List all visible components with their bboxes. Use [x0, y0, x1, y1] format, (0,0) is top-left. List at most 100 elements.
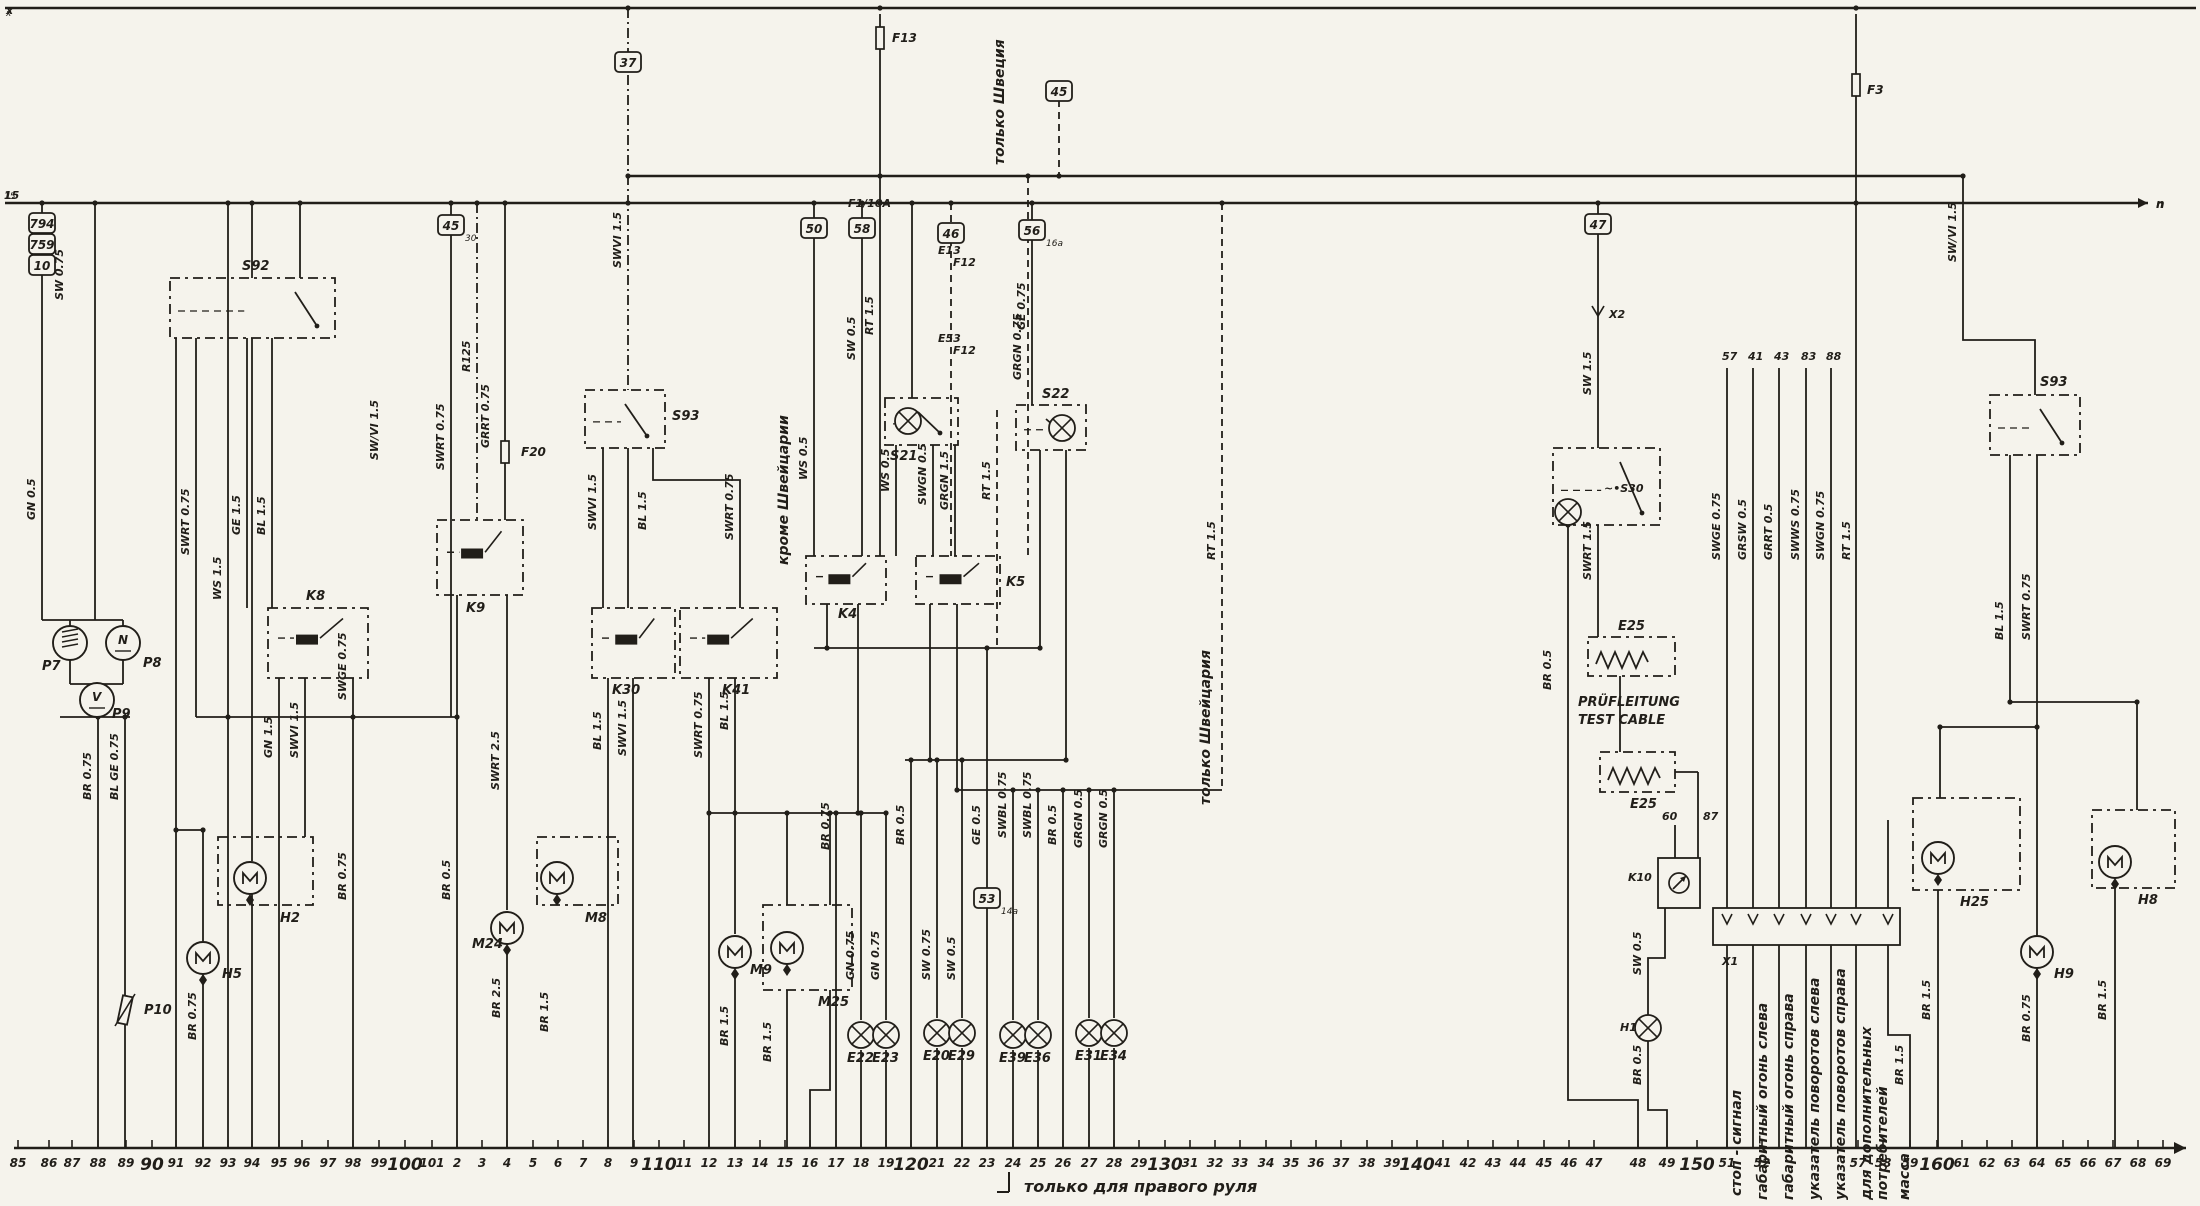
- junction-dot: [811, 200, 817, 206]
- relay-contact-icon: [484, 530, 503, 553]
- gauge-hatch-icon: [61, 628, 79, 633]
- connector-box-45: [437, 214, 465, 236]
- terminal-number: 88: [90, 1156, 107, 1170]
- horn-motor-icon: [540, 861, 574, 895]
- bus-top-label: x: [5, 9, 12, 19]
- terminal-number: 62: [1979, 1156, 1996, 1170]
- horn-terminal-icon: [783, 964, 791, 976]
- wire-label: BL 1.5: [718, 691, 731, 730]
- wire-label: BL 1.5: [1993, 601, 2006, 640]
- wire-label: BR 1.5: [1920, 979, 1933, 1020]
- terminal-number: 16: [802, 1156, 819, 1170]
- lamp-cross-icon: [898, 411, 918, 431]
- connector-X2-icon: [1591, 305, 1605, 318]
- ref-label: F12: [953, 344, 976, 357]
- junction-dot: [625, 173, 631, 179]
- terminal-number: 94: [244, 1156, 261, 1170]
- wire-label: GRGN 0.5: [1072, 789, 1085, 848]
- switch-contact-icon: [624, 403, 648, 437]
- wire-label: SW 0.5: [1631, 931, 1644, 975]
- horn-label: H5: [222, 967, 242, 982]
- horn-motor-icon: [233, 861, 267, 895]
- gauge-label: P9: [112, 707, 131, 722]
- terminal-number: 69: [2155, 1156, 2172, 1170]
- horn-motor-icon-M9: [718, 935, 752, 969]
- terminal-number: 14: [752, 1156, 769, 1170]
- connector-number: 45: [1050, 85, 1068, 99]
- gauge-icon-P9: [79, 682, 115, 718]
- switch-pivot-icon: [314, 323, 320, 329]
- gauge-label: P7: [42, 659, 62, 674]
- component-label: M8: [585, 911, 607, 926]
- switch-contact-icon: [2039, 408, 2063, 444]
- terminal-number: 7: [579, 1156, 588, 1170]
- component-box-switchlamp: [1552, 447, 1661, 526]
- junction-dot: [732, 810, 738, 816]
- wire-label: BR 1.5: [538, 991, 551, 1032]
- gauge-icon-P8: [105, 625, 141, 661]
- connector-number: 58: [854, 222, 871, 236]
- terminal-number: 3: [478, 1156, 486, 1170]
- junction-dot: [173, 827, 179, 833]
- terminal-number: 96: [294, 1156, 311, 1170]
- connector-box-53: [973, 887, 1001, 909]
- wire-label: GN 0.75: [844, 930, 857, 980]
- horn-winding-icon: [779, 940, 795, 954]
- wire-label: BR 0.75: [186, 992, 199, 1040]
- terminal-number: 24: [1005, 1156, 1022, 1170]
- connector-number: 37: [620, 56, 637, 70]
- junction-dot: [1063, 757, 1069, 763]
- junction-dot: [877, 173, 883, 179]
- lamp-cross-icon: [1003, 1025, 1023, 1045]
- note-vertical: стоп - сигнал: [1729, 1090, 1745, 1196]
- terminal-number: 86: [41, 1156, 58, 1170]
- terminal-number: 61: [1954, 1156, 1971, 1170]
- terminal-number: 31: [1182, 1156, 1199, 1170]
- gauge-icon-P7: [52, 625, 88, 661]
- junction-dot: [1086, 787, 1092, 793]
- connector-box-58: [848, 217, 876, 239]
- connector-pin-arrow-icon: [1882, 913, 1894, 926]
- terminal-number: 32: [1207, 1156, 1224, 1170]
- terminal-number: 100: [387, 1155, 423, 1175]
- component-label: S92: [242, 259, 269, 274]
- ref-label: X1: [1721, 955, 1738, 968]
- terminal-number: 92: [195, 1156, 212, 1170]
- fuse-icon-F13: [875, 26, 885, 50]
- component-label: K5: [1006, 575, 1025, 590]
- relay-coil-icon: [296, 634, 318, 645]
- connector-pin-label: 16a: [1046, 239, 1063, 249]
- junction-dot: [454, 714, 460, 720]
- fuse-label: F20: [521, 445, 546, 459]
- wire-bend: [1962, 176, 2036, 395]
- junction-dot: [784, 810, 790, 816]
- terminal-number: 65: [2055, 1156, 2072, 1170]
- connector-number: 53: [979, 892, 996, 906]
- horn-motor-icon: [770, 931, 804, 965]
- wire-label: GN 0.5: [25, 478, 38, 520]
- lamp-cross-icon: [927, 1023, 947, 1043]
- horn-motor-icon-H5: [186, 941, 220, 975]
- junction-dot: [1060, 787, 1066, 793]
- horn-terminal-icon: [1934, 874, 1942, 886]
- horn-winding-icon: [1930, 850, 1946, 864]
- junction-dot: [1037, 645, 1043, 651]
- terminal-number: 9: [630, 1156, 638, 1170]
- note-vertical: потребителей: [1875, 1086, 1891, 1200]
- horn-motor-icon: [2098, 845, 2132, 879]
- terminal-number: 110: [641, 1155, 677, 1175]
- terminal-number: 39: [1384, 1156, 1401, 1170]
- connector-number: 794: [29, 217, 54, 231]
- fuse-icon-F20: [500, 440, 510, 464]
- connector-box-50: [800, 217, 828, 239]
- lamp-label: E34: [1100, 1049, 1127, 1064]
- component-box-S92: [169, 277, 336, 339]
- wire-label: BR 0.5: [1631, 1044, 1644, 1085]
- component-label: H8: [2138, 893, 2158, 908]
- ref-label: X2: [1608, 308, 1625, 321]
- fuse-label: F3: [1867, 83, 1884, 97]
- terminal-number: 21: [929, 1156, 946, 1170]
- terminal-number: 120: [893, 1155, 929, 1175]
- connector-pin-arrow-icon: [1825, 913, 1837, 926]
